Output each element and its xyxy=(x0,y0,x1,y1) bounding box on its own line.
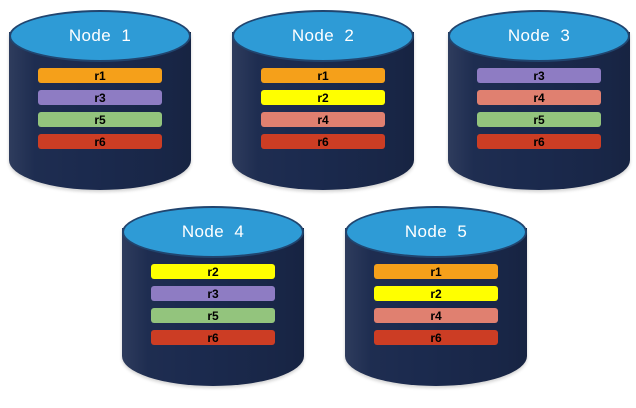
replica-bar[interactable]: r5 xyxy=(151,308,275,323)
replica-bar[interactable]: r4 xyxy=(477,90,601,105)
cylinder-top-ellipse xyxy=(232,10,414,62)
replica-bar[interactable]: r2 xyxy=(151,264,275,279)
database-node-2[interactable]: Node 2 r1 r2 r4 r6 xyxy=(232,10,414,200)
replica-bar[interactable]: r1 xyxy=(38,68,162,83)
cylinder-top-ellipse xyxy=(9,10,191,62)
replica-bar[interactable]: r4 xyxy=(374,308,498,323)
replica-bar[interactable]: r6 xyxy=(374,330,498,345)
replica-list: r2 r3 r5 r6 xyxy=(151,264,275,345)
replica-bar[interactable]: r1 xyxy=(261,68,385,83)
replica-bar[interactable]: r6 xyxy=(151,330,275,345)
node-label: Node 4 xyxy=(181,222,245,241)
cylinder-top-ellipse xyxy=(448,10,630,62)
replica-bar[interactable]: r5 xyxy=(477,112,601,127)
replica-bar[interactable]: r6 xyxy=(477,134,601,149)
database-node-4[interactable]: Node 4 r2 r3 r5 r6 xyxy=(122,206,304,396)
replica-bar[interactable]: r2 xyxy=(374,286,498,301)
node-label: Node 5 xyxy=(404,222,468,241)
node-label: Node 1 xyxy=(68,26,132,45)
database-node-5[interactable]: Node 5 r1 r2 r4 r6 xyxy=(345,206,527,396)
cylinder-top-ellipse xyxy=(345,206,527,258)
replica-bar[interactable]: r3 xyxy=(477,68,601,83)
replica-bar[interactable]: r6 xyxy=(38,134,162,149)
node-label: Node 3 xyxy=(507,26,571,45)
replica-list: r1 r3 r5 r6 xyxy=(38,68,162,149)
replica-list: r1 r2 r4 r6 xyxy=(261,68,385,149)
replica-bar[interactable]: r3 xyxy=(151,286,275,301)
replica-bar[interactable]: r6 xyxy=(261,134,385,149)
replica-bar[interactable]: r5 xyxy=(38,112,162,127)
cylinder-body xyxy=(232,32,414,190)
replica-list: r1 r2 r4 r6 xyxy=(374,264,498,345)
replica-bar[interactable]: r2 xyxy=(261,90,385,105)
node-label: Node 2 xyxy=(291,26,355,45)
replica-bar[interactable]: r3 xyxy=(38,90,162,105)
cylinder-top-ellipse xyxy=(122,206,304,258)
replica-list: r3 r4 r5 r6 xyxy=(477,68,601,149)
replica-bar[interactable]: r4 xyxy=(261,112,385,127)
replica-bar[interactable]: r1 xyxy=(374,264,498,279)
database-node-1[interactable]: Node 1 r1 r3 r5 r6 xyxy=(9,10,191,200)
database-node-3[interactable]: Node 3 r3 r4 r5 r6 xyxy=(448,10,630,200)
